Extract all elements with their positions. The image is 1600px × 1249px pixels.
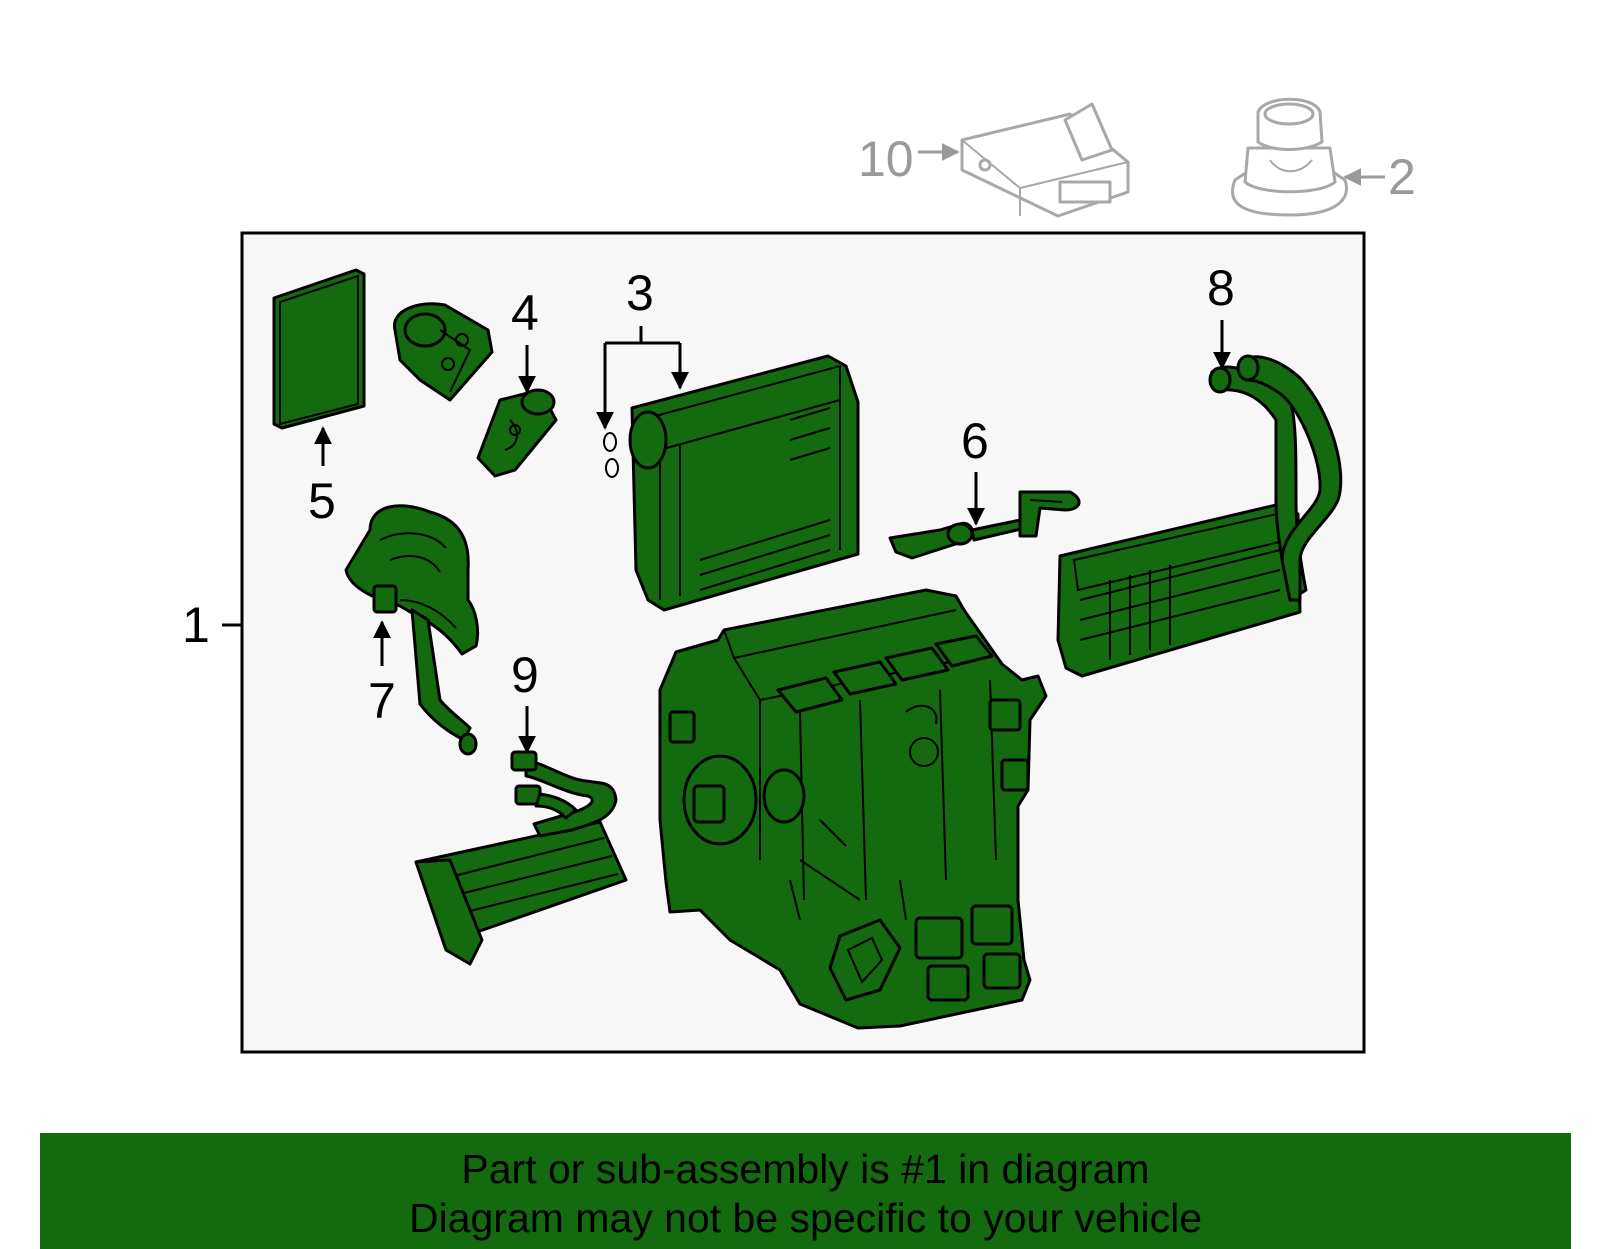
part-4-expansion-valve [476, 388, 558, 478]
callout-8: 8 [1207, 260, 1235, 316]
callout-2: 2 [1388, 149, 1416, 205]
ghost-part-10-control-module [960, 102, 1130, 218]
callout-4: 4 [511, 285, 539, 341]
callout-6: 6 [961, 413, 989, 469]
part-8-heater-core [1056, 354, 1343, 678]
part-9-auxiliary-heater [414, 750, 628, 966]
callout-3: 3 [626, 265, 654, 321]
banner-line-1: Part or sub-assembly is #1 in diagram [461, 1146, 1150, 1192]
callout-9: 9 [511, 647, 539, 703]
part-6-temperature-sensor [888, 490, 1081, 560]
part-7-ac-tubes [344, 504, 480, 756]
part-5-air-filter [272, 268, 366, 430]
info-banner: Part or sub-assembly is #1 in diagram Di… [40, 1133, 1571, 1249]
part-blend-actuator [393, 302, 494, 402]
part-3-evaporator-core [603, 354, 860, 612]
callout-5: 5 [308, 473, 336, 529]
banner-line-2: Diagram may not be specific to your vehi… [408, 1195, 1202, 1241]
part-1-hvac-case [658, 588, 1048, 1030]
callout-10: 10 [858, 131, 914, 187]
callout-7: 7 [368, 673, 396, 729]
ghost-part-2-actuator [1231, 97, 1348, 217]
leader-3-bracket [605, 326, 680, 345]
callout-1: 1 [182, 597, 210, 653]
